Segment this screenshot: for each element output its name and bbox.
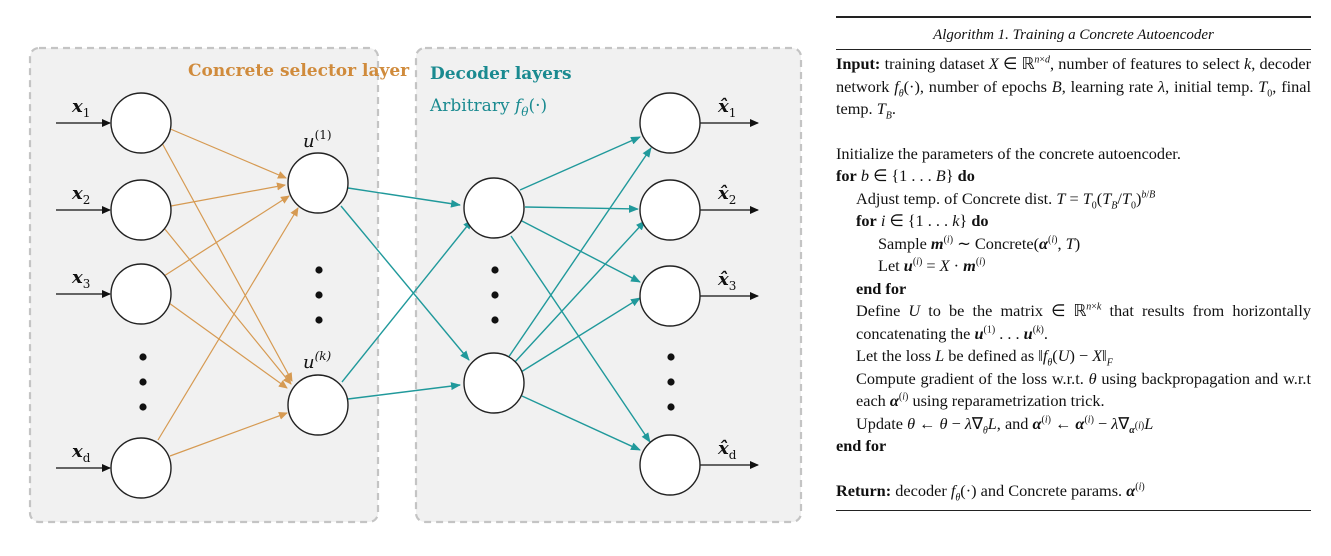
hidden-node-2 — [463, 352, 525, 414]
output-node-d — [639, 434, 701, 496]
output-label-d: x̂d — [717, 438, 737, 462]
arbitrary-function-label: Arbitrary fθ(·) — [429, 96, 547, 119]
selector-node-k — [287, 374, 349, 436]
algorithm-top-rule — [836, 16, 1311, 18]
output-label-3: x̂3 — [717, 269, 736, 293]
selector-label-1: u(1) — [303, 128, 332, 152]
concrete-autoencoder-diagram: Concrete selector layer Decoder layers A… — [28, 46, 803, 524]
algorithm-initialize: Initialize the parameters of the concret… — [836, 143, 1181, 163]
algorithm-caption: Algorithm 1. Training a Concrete Autoenc… — [836, 18, 1311, 50]
decoder-edges-2 — [507, 136, 652, 451]
algorithm-inner-loop: for i ∈ {1 . . . k} do — [856, 211, 989, 230]
output-label-1: x̂1 — [717, 96, 736, 120]
algorithm-input: Input: training dataset X ∈ ℝn×d, number… — [836, 54, 1312, 122]
decoder-layers-title: Decoder layers — [430, 64, 572, 84]
output-arrows — [700, 119, 759, 469]
algorithm-bottom-rule — [836, 510, 1311, 511]
algorithm-return: Return: decoder fθ(·) and Concrete param… — [836, 480, 1145, 503]
selector-node-1 — [287, 152, 349, 214]
algorithm-sample: Sample m(i) ∼ Concrete(α(i), T) — [878, 233, 1081, 253]
input-ellipsis — [139, 353, 147, 411]
selector-label-k: u(k) — [303, 349, 332, 373]
algorithm-inner-end: end for — [856, 278, 907, 298]
input-node-1 — [110, 92, 172, 154]
decoder-edges-1 — [340, 187, 473, 400]
algorithm-define-u: Define U to be the matrix ∈ ℝn×k that re… — [856, 301, 1311, 343]
algorithm-body: Input: training dataset X ∈ ℝn×d, number… — [836, 50, 1311, 502]
input-label-1: x1 — [71, 96, 90, 120]
input-node-3 — [110, 263, 172, 325]
input-node-d — [110, 437, 172, 499]
selector-layer-title: Concrete selector layer — [188, 61, 410, 81]
input-node-2 — [110, 179, 172, 241]
algorithm-box: Algorithm 1. Training a Concrete Autoenc… — [836, 16, 1311, 511]
input-arrows — [56, 119, 111, 472]
algorithm-update: Update θ ← θ − λ∇θL, and α(i) ← α(i) − λ… — [856, 413, 1154, 436]
input-label-2: x2 — [71, 183, 90, 207]
decoder-panel — [414, 46, 803, 524]
algorithm-outer-loop: for b ∈ {1 . . . B} do — [836, 166, 975, 185]
selector-ellipsis — [315, 266, 323, 324]
selector-edges — [157, 127, 299, 457]
input-label-d: xd — [71, 441, 91, 465]
output-node-1 — [639, 92, 701, 154]
output-label-2: x̂2 — [717, 183, 736, 207]
output-ellipsis — [667, 353, 675, 411]
output-node-2 — [639, 179, 701, 241]
output-node-3 — [639, 265, 701, 327]
algorithm-let-u: Let u(i) = X · m(i) — [878, 256, 986, 275]
input-label-3: x3 — [71, 267, 90, 291]
hidden-ellipsis — [491, 266, 499, 324]
algorithm-gradient: Compute gradient of the loss w.r.t. θ us… — [856, 368, 1311, 411]
algorithm-adjust-temp: Adjust temp. of Concrete dist. T = T0(TB… — [856, 188, 1156, 211]
algorithm-outer-end: end for — [836, 436, 887, 455]
hidden-node-1 — [463, 177, 525, 239]
algorithm-loss: Let the loss L be defined as ‖fθ(U) − X‖… — [856, 346, 1113, 369]
